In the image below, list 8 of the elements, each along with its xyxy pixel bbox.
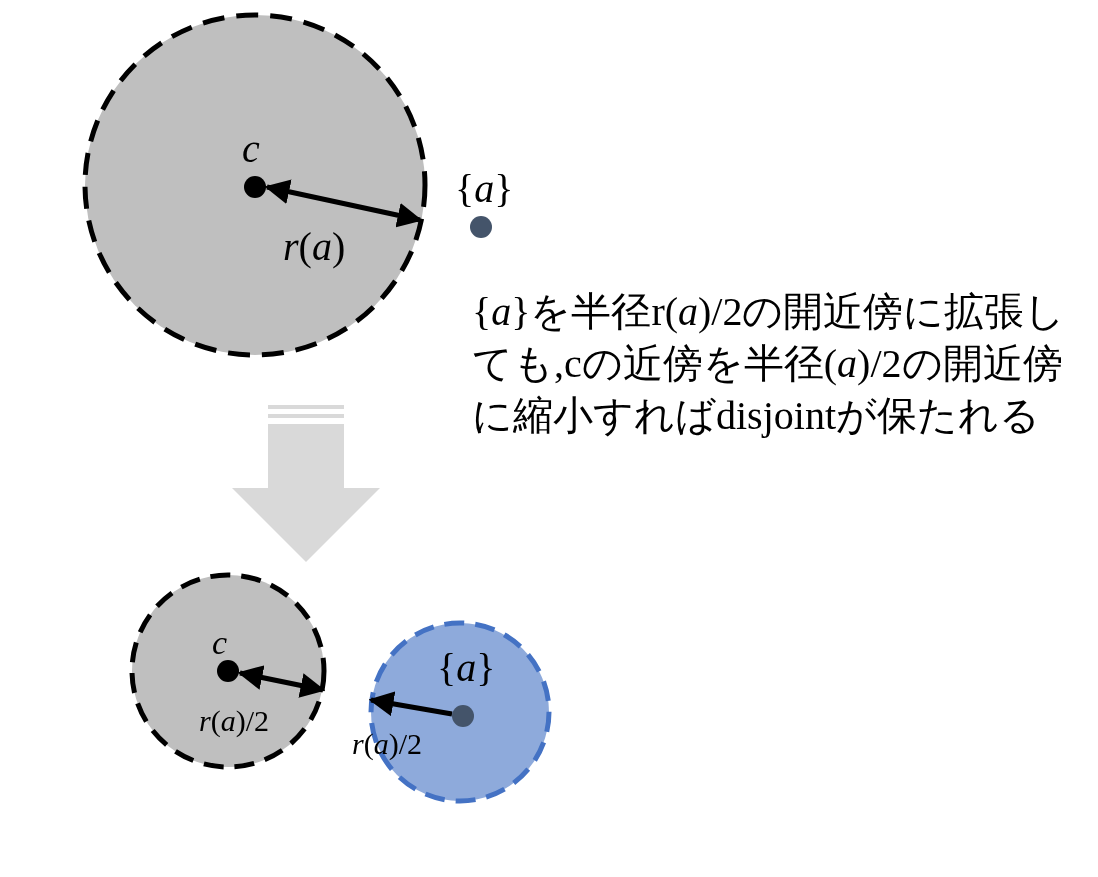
radius-label: r(a)/2 — [352, 727, 422, 762]
point-label: {a} — [455, 166, 514, 212]
point-label: c — [212, 623, 228, 663]
radius-label: r(a)/2 — [199, 704, 269, 739]
radius-label: r(a) — [283, 224, 346, 270]
point-label: c — [242, 126, 260, 172]
point-label: {a} — [437, 645, 496, 691]
explanation-note: {a}を半径r(a)/2の開近傍に拡張しても,cの近傍を半径(a)/2の開近傍に縮小すればdisjointが保たれる — [472, 288, 1067, 440]
